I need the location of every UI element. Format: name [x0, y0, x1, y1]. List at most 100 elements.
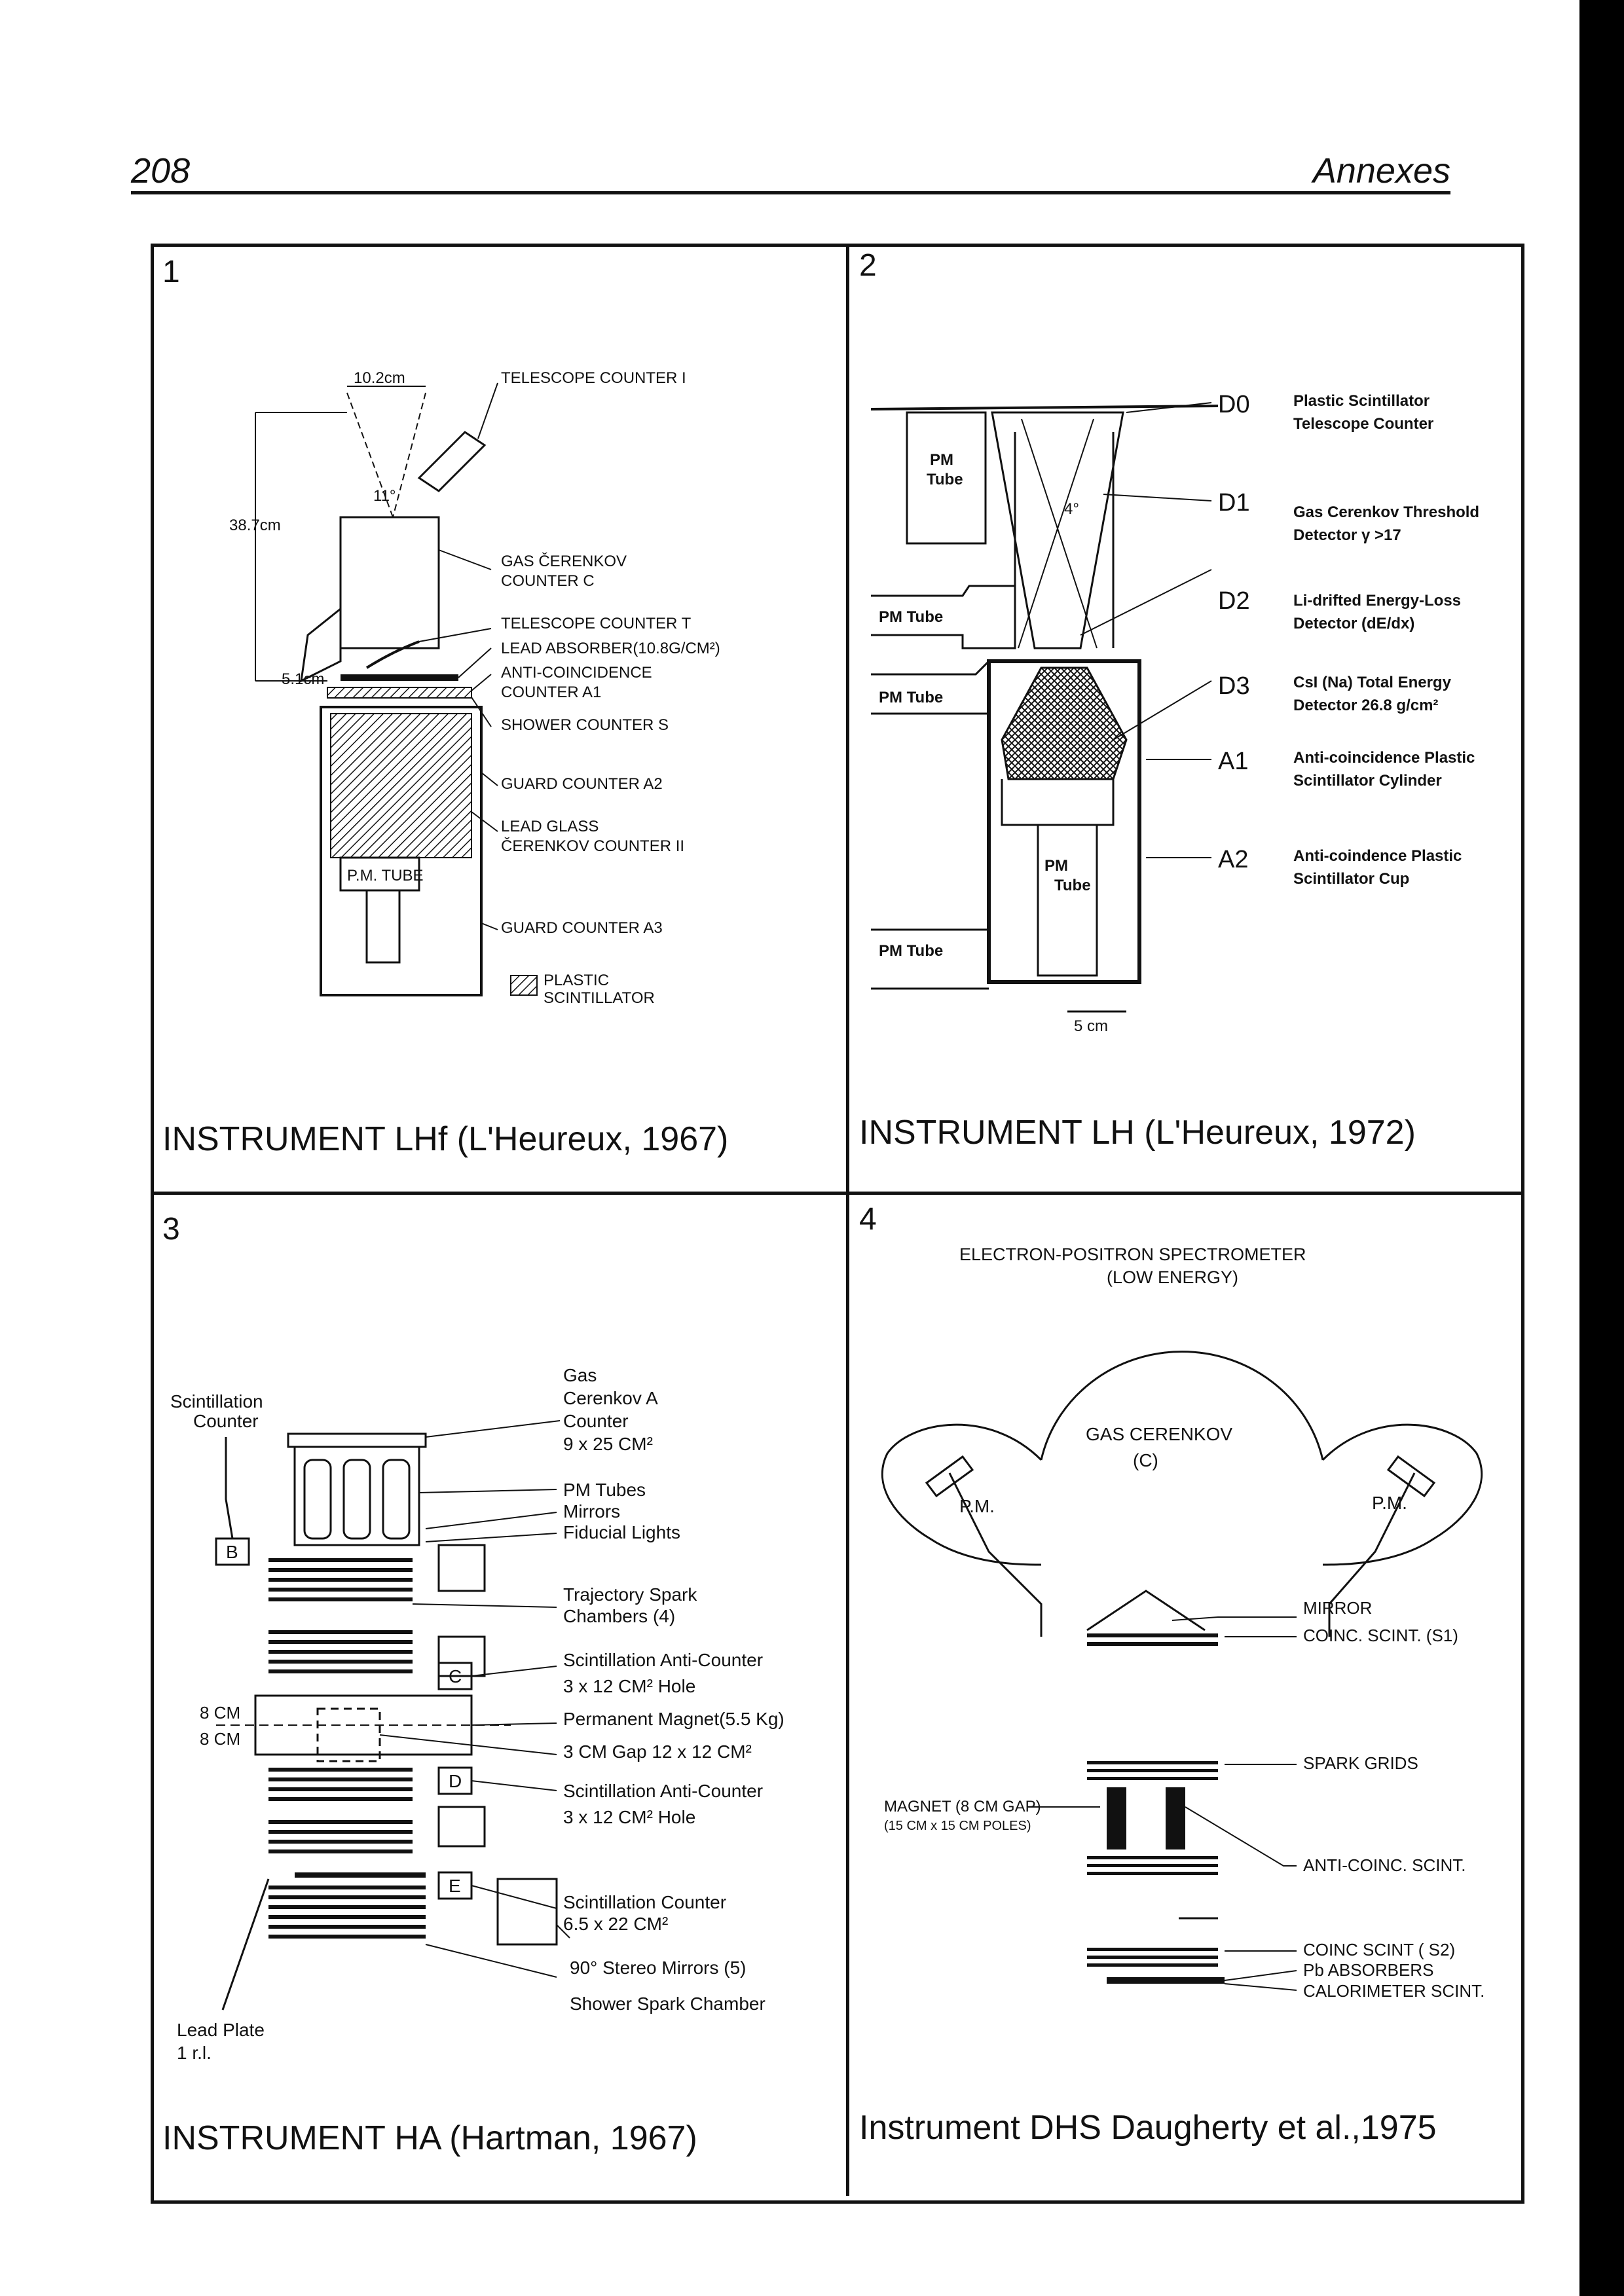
p1-angle: 11° — [373, 487, 396, 505]
p2-pm-tube-1: PM Tube — [879, 608, 943, 626]
p1-lead-glass2: ČERENKOV COUNTER II — [501, 837, 684, 855]
p2-d3-desc: CsI (Na) Total Energy — [1293, 674, 1452, 691]
p4-spark: SPARK GRIDS — [1303, 1753, 1418, 1773]
p3-anti-c2: 3 x 12 CM² Hole — [563, 1676, 695, 1696]
p2-a1-desc2: Scintillator Cylinder — [1293, 772, 1442, 790]
p3-box-d: D — [449, 1771, 462, 1791]
p2-a2-desc: Anti-coindence Plastic — [1293, 847, 1462, 865]
panel-2-diagram: PM Tube PM Tube PM Tube PM Tube PM Tube … — [870, 391, 1479, 1035]
p2-pm-center2: Tube — [1054, 877, 1091, 894]
p1-legend2: SCINTILLATOR — [544, 989, 655, 1007]
panel-3-diagram: Scintillation Counter Gas Cerenkov A Cou… — [170, 1365, 784, 2063]
p2-d1-desc: Gas Cerenkov Threshold — [1293, 503, 1479, 521]
p1-anti2: COUNTER A1 — [501, 683, 601, 701]
p2-a2-desc2: Scintillator Cup — [1293, 870, 1409, 888]
p2-d0-desc2: Telescope Counter — [1293, 415, 1433, 433]
p4-calorimeter: CALORIMETER SCINT. — [1303, 1981, 1485, 2001]
panel-1-number: 1 — [162, 255, 180, 289]
panel-4-diagram: ELECTRON-POSITRON SPECTROMETER (LOW ENER… — [881, 1245, 1485, 2001]
section-title: Annexes — [1312, 151, 1450, 191]
p1-guard-a3: GUARD COUNTER A3 — [501, 919, 663, 937]
p1-guard-a2: GUARD COUNTER A2 — [501, 775, 663, 793]
p2-pm-tube-3: PM Tube — [879, 942, 943, 960]
p3-lead-plate2: 1 r.l. — [177, 2043, 212, 2063]
p2-a2: A2 — [1218, 846, 1248, 873]
grid-divider-vertical — [846, 244, 849, 2196]
p3-8cm-a: 8 CM — [200, 1703, 240, 1722]
p2-angle: 4° — [1064, 500, 1079, 518]
p2-d2-desc2: Detector (dE/dx) — [1293, 615, 1414, 632]
p1-telescope-i: TELESCOPE COUNTER I — [501, 369, 686, 387]
p1-gas2: COUNTER C — [501, 572, 595, 590]
p1-shower: SHOWER COUNTER S — [501, 716, 669, 734]
panel-2-number: 2 — [859, 248, 877, 283]
p3-scint-counter2: Counter — [193, 1411, 259, 1431]
p2-a1-desc: Anti-coincidence Plastic — [1293, 749, 1475, 767]
p3-8cm-b: 8 CM — [200, 1729, 240, 1749]
p3-anti-d2: 3 x 12 CM² Hole — [563, 1807, 695, 1827]
scan-edge — [1579, 0, 1624, 2296]
p4-pm-left: P.M. — [959, 1496, 995, 1516]
p3-pm-tubes: PM Tubes — [563, 1480, 646, 1500]
p3-box-e: E — [449, 1876, 461, 1896]
p1-legend: PLASTIC — [544, 972, 609, 989]
p2-d0: D0 — [1218, 391, 1250, 418]
p1-gas: GAS ČERENKOV — [501, 552, 627, 570]
p1-telescope-t: TELESCOPE COUNTER T — [501, 615, 692, 632]
p1-lead-glass: LEAD GLASS — [501, 818, 599, 835]
panel-3-number: 3 — [162, 1212, 180, 1247]
p3-gas4: 9 x 25 CM² — [563, 1434, 653, 1454]
p3-stereo: 90° Stereo Mirrors (5) — [570, 1958, 747, 1978]
p4-coinc-s1: COINC. SCINT. (S1) — [1303, 1626, 1458, 1645]
p4-coinc-s2: COINC SCINT ( S2) — [1303, 1940, 1455, 1959]
p2-pm-block2: Tube — [927, 471, 963, 488]
p3-gas3: Counter — [563, 1411, 629, 1431]
p3-magnet: Permanent Magnet(5.5 Kg) — [563, 1709, 784, 1729]
p1-dim-bottom: 5.1cm — [282, 670, 324, 688]
p1-pm-tube: P.M. TUBE — [347, 867, 423, 884]
header-rule — [131, 191, 1450, 194]
panel-1-caption: INSTRUMENT LHf (L'Heureux, 1967) — [162, 1120, 729, 1158]
p4-title2: (LOW ENERGY) — [1107, 1267, 1238, 1287]
p4-gas2: (C) — [1133, 1450, 1158, 1470]
p3-gap: 3 CM Gap 12 x 12 CM² — [563, 1741, 752, 1762]
page-number: 208 — [131, 151, 191, 191]
p3-gas2: Cerenkov A — [563, 1388, 658, 1408]
panel-4-number: 4 — [859, 1202, 877, 1237]
p3-gas: Gas — [563, 1365, 597, 1385]
p2-d3: D3 — [1218, 672, 1250, 700]
grid-divider-horizontal — [151, 1192, 1524, 1195]
p2-d1: D1 — [1218, 489, 1250, 517]
p3-scint-counter: Scintillation — [170, 1391, 263, 1412]
panel-4-caption: Instrument DHS Daugherty et al.,1975 — [859, 2109, 1437, 2147]
figure-grid — [151, 244, 1524, 2204]
panel-1-diagram: 10.2cm 38.7cm 5.1cm 11° TELESCOPE COUNTE… — [229, 369, 720, 1007]
p1-dim-side: 38.7cm — [229, 517, 281, 534]
p4-magnet2: (15 CM x 15 CM POLES) — [884, 1819, 1031, 1833]
p3-trajectory2: Chambers (4) — [563, 1606, 675, 1626]
p3-anti-c: Scintillation Anti-Counter — [563, 1650, 763, 1670]
p3-scint-e2: 6.5 x 22 CM² — [563, 1914, 668, 1934]
p3-trajectory: Trajectory Spark — [563, 1584, 697, 1605]
p3-fiducial: Fiducial Lights — [563, 1522, 680, 1542]
p4-magnet: MAGNET (8 CM GAP) — [884, 1798, 1041, 1815]
panel-2-caption: INSTRUMENT LH (L'Heureux, 1972) — [859, 1114, 1416, 1152]
p2-pm-center: PM — [1044, 857, 1068, 875]
p2-d0-desc: Plastic Scintillator — [1293, 392, 1430, 410]
p3-scint-e: Scintillation Counter — [563, 1892, 726, 1912]
p2-a1: A1 — [1218, 748, 1248, 775]
panel-3-caption: INSTRUMENT HA (Hartman, 1967) — [162, 2119, 697, 2157]
p2-d1-desc2: Detector γ >17 — [1293, 526, 1401, 544]
p3-box-b: B — [226, 1542, 238, 1562]
p2-pm-block: PM — [930, 451, 953, 469]
p1-lead-absorber: LEAD ABSORBER(10.8g/cm²) — [501, 640, 720, 657]
p3-lead-plate: Lead Plate — [177, 2020, 265, 2040]
p2-pm-tube-2: PM Tube — [879, 689, 943, 706]
p4-anti: ANTI-COINC. SCINT. — [1303, 1855, 1466, 1875]
p3-shower: Shower Spark Chamber — [570, 1994, 766, 2014]
p2-scale: 5 cm — [1074, 1017, 1108, 1035]
p3-anti-d: Scintillation Anti-Counter — [563, 1781, 763, 1801]
p2-d3-desc2: Detector 26.8 g/cm² — [1293, 697, 1438, 714]
p4-pm-right: P.M. — [1372, 1493, 1407, 1513]
p1-anti: ANTI-COINCIDENCE — [501, 664, 652, 682]
